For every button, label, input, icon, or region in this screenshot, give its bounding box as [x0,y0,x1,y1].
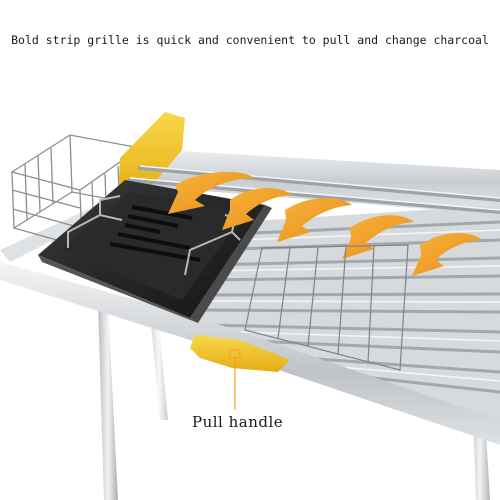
direction-arrows [168,171,482,276]
wire-grill-rack [244,244,409,371]
pull-handle-label: Pull handle [192,413,284,431]
grille-highlights [201,229,500,382]
feature-caption: Bold strip grille is quick and convenien… [11,33,489,47]
charcoal-tray [38,180,272,323]
